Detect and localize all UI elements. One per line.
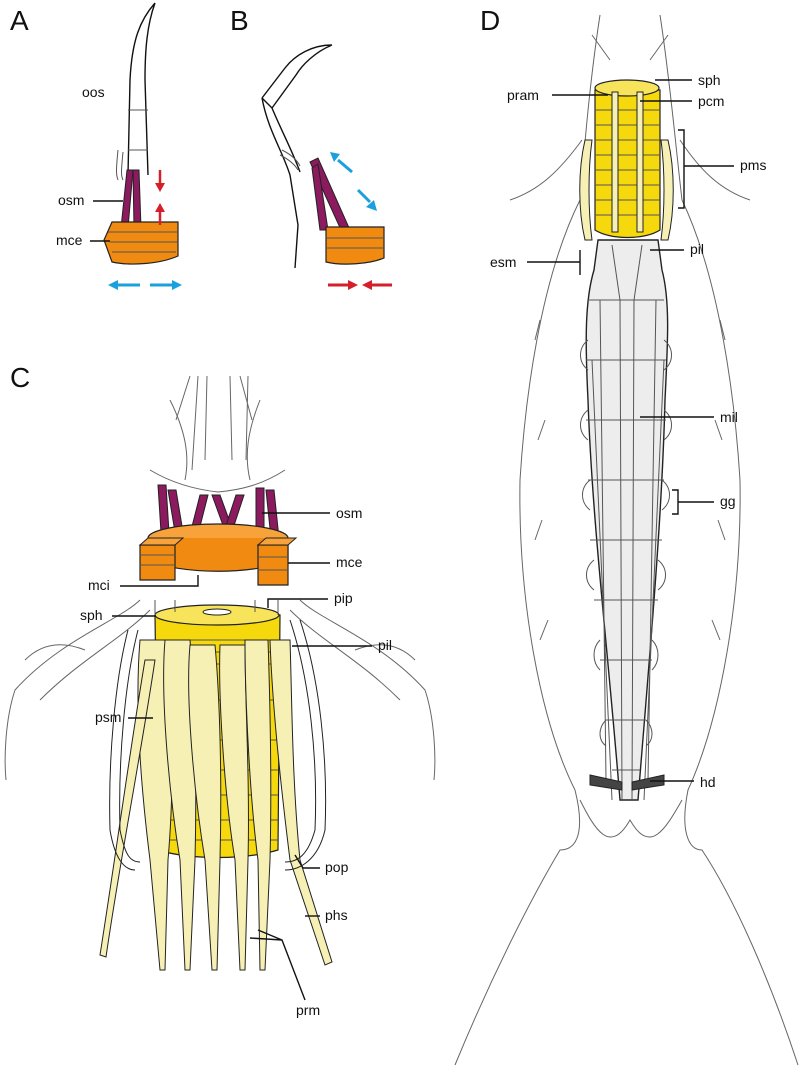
pharynx-c <box>99 600 333 971</box>
arrow-left-red-icon <box>362 280 372 290</box>
arrow-right-red-icon <box>348 280 358 290</box>
panel-c: C <box>4 362 436 1018</box>
osm-muscle-a2 <box>132 169 142 229</box>
panel-b: B <box>230 5 392 290</box>
mce-ring-b <box>325 226 385 265</box>
label-c-mce: mce <box>336 554 363 570</box>
arrow-up-red-icon <box>155 203 165 212</box>
arrow-left-blue-icon <box>108 280 118 290</box>
label-d-esm: esm <box>490 254 516 270</box>
pharynx-d <box>579 79 674 241</box>
arrow-upleft-blue-icon <box>330 152 340 162</box>
panel-letter-c: C <box>10 362 30 393</box>
label-c-pip: pip <box>334 590 353 606</box>
label-d-pil: pil <box>690 241 704 257</box>
body-outline-right <box>659 14 799 1066</box>
label-d-pram: pram <box>507 87 539 103</box>
panel-letter-a: A <box>10 5 29 36</box>
body-outline-left <box>454 14 601 1066</box>
label-c-pop: pop <box>325 859 349 875</box>
label-d-pms: pms <box>740 157 766 173</box>
label-a-oos: oos <box>82 84 105 100</box>
label-d-sph: sph <box>698 72 721 88</box>
arrow-downright-blue-icon <box>366 200 377 211</box>
label-c-mci: mci <box>88 577 110 593</box>
oos-stylet-b <box>261 44 333 109</box>
label-d-hd: hd <box>700 774 716 790</box>
label-c-prm: prm <box>296 1002 320 1018</box>
panel-letter-b: B <box>230 5 249 36</box>
arrow-down-red-icon <box>155 183 165 192</box>
panel-letter-d: D <box>480 5 500 36</box>
label-d-mil: mil <box>720 409 738 425</box>
arrow-right-blue-icon <box>172 280 182 290</box>
mce-ring-a <box>103 221 179 265</box>
label-c-osm: osm <box>336 505 362 521</box>
label-c-phs: phs <box>325 907 348 923</box>
oos-stylet <box>127 2 156 176</box>
label-d-pcm: pcm <box>698 93 724 109</box>
label-c-psm: psm <box>95 709 121 725</box>
label-a-mce: mce <box>56 232 83 248</box>
panel-d: D pram sph pcm p <box>454 5 799 1066</box>
midgut-d <box>580 239 672 801</box>
label-d-gg: gg <box>720 493 736 509</box>
mce-ring-c <box>138 523 298 586</box>
panel-a: A oos osm mce <box>10 2 182 290</box>
label-c-sph: sph <box>80 607 103 623</box>
label-c-pil: pil <box>378 637 392 653</box>
label-a-osm: osm <box>58 192 84 208</box>
